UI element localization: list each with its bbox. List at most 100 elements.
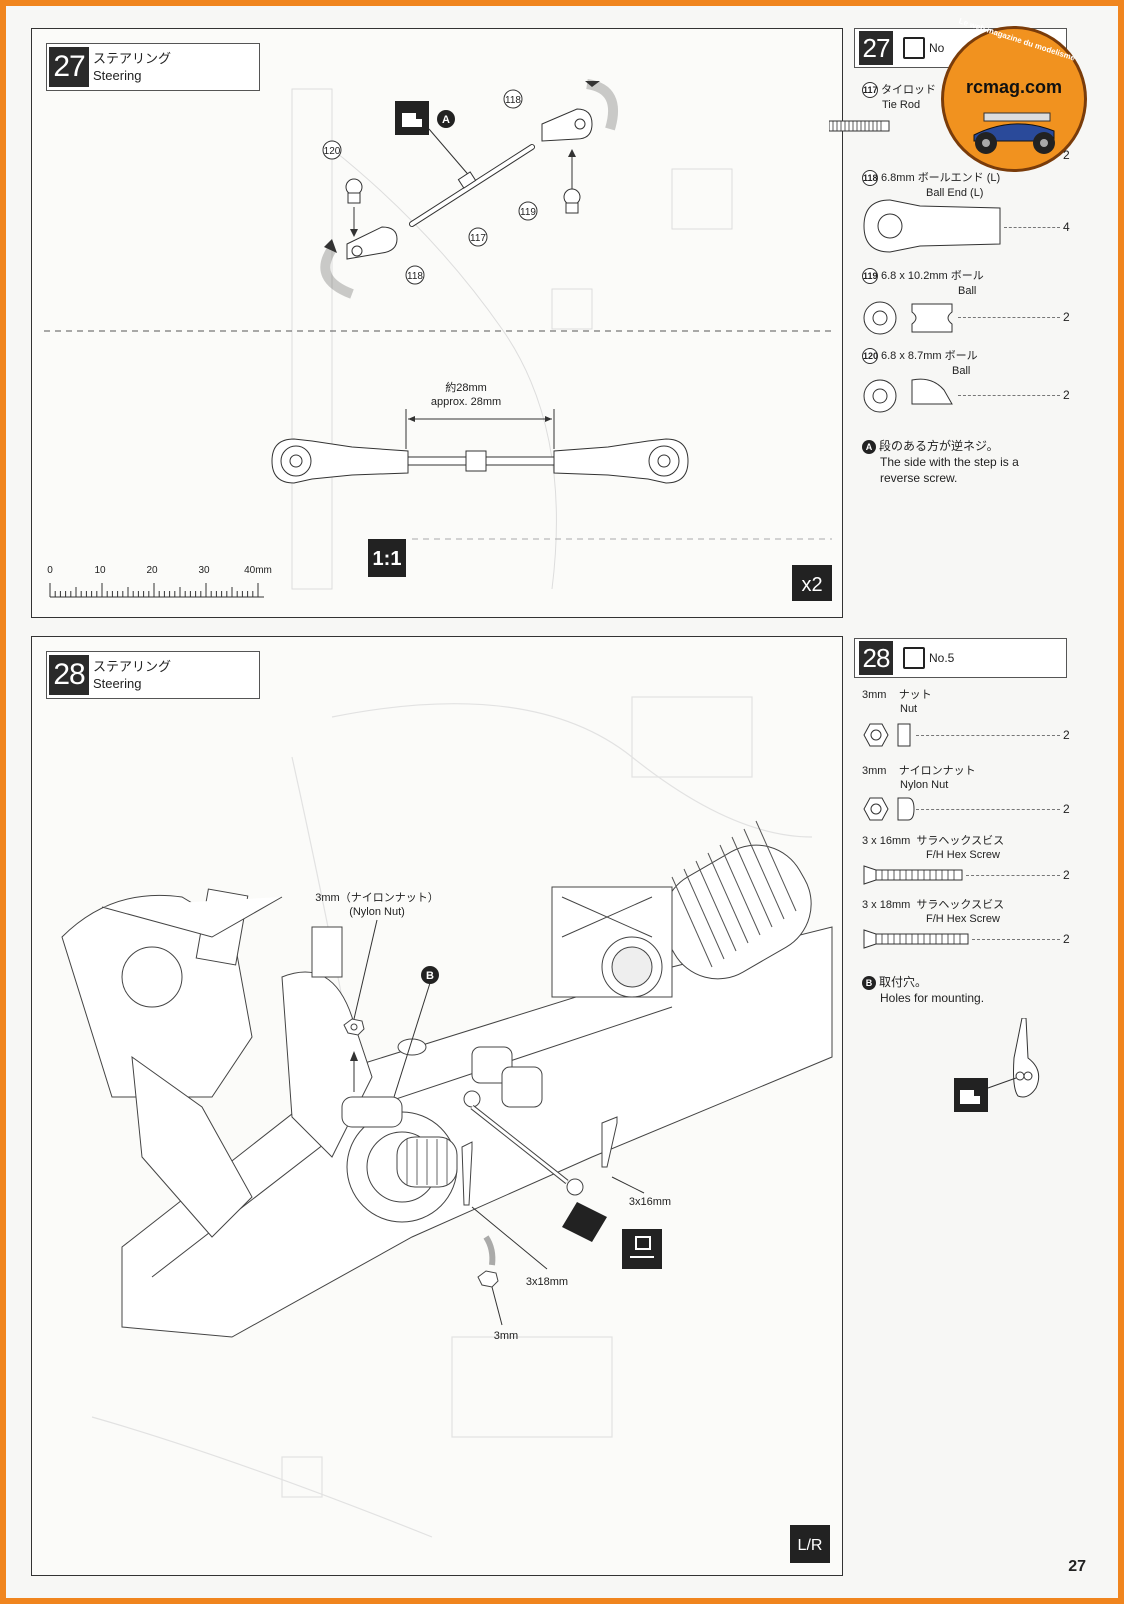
part-nut-leader bbox=[916, 735, 1060, 736]
step28-number: 28 bbox=[49, 655, 89, 695]
note-a-en: The side with the step is a reverse scre… bbox=[880, 455, 1019, 485]
part-ref-117: 117 bbox=[470, 233, 486, 244]
part-118-en: Ball End (L) bbox=[926, 187, 984, 199]
note-a-badge: A bbox=[862, 439, 876, 454]
part-117-qty: 2 bbox=[1063, 148, 1070, 162]
part-screw16-leader bbox=[966, 875, 1060, 876]
wheel-hub bbox=[346, 1111, 458, 1223]
callout-a-letter: A bbox=[442, 114, 450, 126]
callout-nut3: 3mm bbox=[494, 1330, 518, 1342]
part-119-en: Ball bbox=[958, 285, 977, 297]
tie-rod-exploded bbox=[409, 144, 535, 227]
part-119-size: 6.8 x 10.2mm bbox=[881, 269, 948, 282]
lr-label: L/R bbox=[798, 1537, 823, 1554]
part-screw16-jp: サラヘックスビス bbox=[916, 835, 1005, 847]
part-screw16-en: F/H Hex Screw bbox=[926, 849, 1000, 861]
multiplier-badge bbox=[792, 565, 832, 601]
callout-b-letter: B bbox=[426, 970, 434, 982]
callout-nylon-jp: 3mm（ナイロンナット） bbox=[315, 891, 438, 904]
bag-icon-28 bbox=[903, 647, 925, 669]
part-ref-118-b: 118 bbox=[407, 271, 423, 282]
steering-tie-rod bbox=[463, 1090, 584, 1196]
part-117-jp: タイロッド bbox=[881, 83, 936, 96]
ruler-tick-10: 10 bbox=[94, 565, 106, 576]
step27-number: 27 bbox=[49, 47, 89, 87]
step27-header: 27 ステアリング Steering bbox=[46, 43, 260, 91]
part-nylon-en: Nylon Nut bbox=[900, 779, 949, 791]
part-119-leader bbox=[958, 317, 1060, 318]
note-b-badge: B bbox=[862, 975, 876, 990]
part-nut-en: Nut bbox=[900, 703, 918, 715]
callout-b-badge bbox=[421, 966, 439, 984]
part-ref-120: 120 bbox=[324, 146, 341, 157]
step27-panel: 27 ステアリング Steering A bbox=[31, 28, 843, 618]
part-screw16-size: 3 x 16mm bbox=[862, 835, 911, 847]
screw18-part-icon bbox=[863, 929, 969, 949]
ruler-tick-30: 30 bbox=[198, 565, 210, 576]
part-nut-jp: ナット bbox=[898, 689, 932, 701]
part-120-qty: 2 bbox=[1063, 388, 1070, 402]
step27-title-en: Steering bbox=[93, 68, 142, 83]
part-nut-label: 3mm ナット Nut bbox=[862, 688, 932, 716]
part-nut-size: 3mm bbox=[862, 689, 887, 701]
nylon-nut-part-icon bbox=[863, 797, 915, 821]
part-ref-118-a: 118 bbox=[505, 95, 521, 106]
ruler-labels: 0 10 20 30 40mm bbox=[47, 565, 272, 576]
step27-title-jp: ステアリング bbox=[93, 51, 172, 66]
thread-lock-icon bbox=[562, 1202, 662, 1269]
front-suspension bbox=[61, 888, 283, 1238]
step28-side-number: 28 bbox=[859, 641, 893, 675]
step27-side-number: 27 bbox=[859, 31, 893, 65]
nylon-nut bbox=[343, 1018, 365, 1036]
callout-screw16: 3x16mm bbox=[629, 1196, 671, 1208]
motor bbox=[551, 820, 812, 998]
ball-end-lower bbox=[346, 226, 398, 260]
step28-title-jp: ステアリング bbox=[93, 659, 172, 674]
step27-bag-label: No bbox=[929, 41, 945, 55]
step28-panel: 28 ステアリング Steering bbox=[31, 636, 843, 1576]
ball-end-part-icon bbox=[863, 199, 1001, 253]
scale-label: 1:1 bbox=[373, 548, 402, 570]
scale-badge bbox=[368, 539, 406, 577]
part-screw18-leader bbox=[972, 939, 1060, 940]
hand-icon bbox=[395, 101, 429, 135]
screw-3x16 bbox=[601, 1116, 618, 1168]
part-ref-119: 119 bbox=[520, 207, 536, 218]
page-number: 27 bbox=[1068, 1558, 1086, 1575]
part-screw16-label: 3 x 16mm サラヘックスビス F/H Hex Screw bbox=[862, 834, 1004, 862]
part-nut-qty: 2 bbox=[1063, 728, 1070, 742]
part-119-jp: ボール bbox=[950, 269, 984, 282]
part-119-ref: 119 bbox=[862, 268, 878, 284]
part-nylon-jp: ナイロンナット bbox=[898, 765, 976, 777]
ball-end-upper bbox=[541, 108, 593, 142]
ball-120 bbox=[345, 178, 363, 204]
ball-119 bbox=[563, 188, 581, 214]
part-nylon-leader bbox=[916, 809, 1060, 810]
part-117-en: Tie Rod bbox=[882, 99, 921, 111]
callout-screw18: 3x18mm bbox=[526, 1276, 568, 1288]
part-screw16-qty: 2 bbox=[1063, 868, 1070, 882]
nut-part-icon bbox=[863, 723, 911, 747]
rcmag-logo: Le web magazine du modelisme rcmag.com bbox=[941, 16, 1087, 172]
lr-badge bbox=[790, 1525, 830, 1563]
tie-rod-assembled bbox=[271, 438, 689, 484]
part-119-qty: 2 bbox=[1063, 310, 1070, 324]
buggy-icon bbox=[973, 112, 1055, 154]
note-a-jp: 段のある方が逆ネジ。 bbox=[879, 439, 999, 453]
screw-3x18 bbox=[461, 1141, 473, 1206]
part-screw18-size: 3 x 18mm bbox=[862, 899, 911, 911]
measure-jp: 約28mm bbox=[445, 380, 487, 394]
step28-header: 28 ステアリング Steering bbox=[46, 651, 260, 699]
measure-en: approx. 28mm bbox=[431, 396, 501, 408]
part-120-size: 6.8 x 8.7mm bbox=[881, 349, 942, 362]
ruler-tick-20: 20 bbox=[146, 565, 158, 576]
part-118-qty: 4 bbox=[1063, 220, 1070, 234]
ruler-tick-40: 40mm bbox=[244, 565, 272, 576]
part-screw18-label: 3 x 18mm サラヘックスビス F/H Hex Screw bbox=[862, 898, 1004, 926]
